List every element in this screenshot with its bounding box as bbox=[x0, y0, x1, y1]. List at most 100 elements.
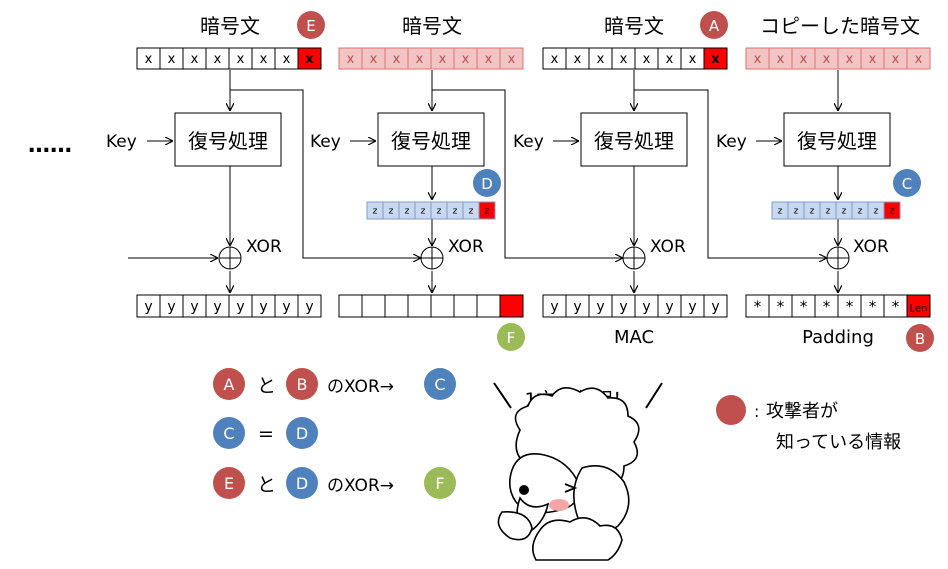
svg-text:*: * bbox=[869, 297, 877, 315]
plaintext-block-cell-7: y bbox=[274, 294, 299, 318]
cipher-block-2-cell-6: x bbox=[453, 47, 478, 70]
copied-cipher-block-cell-4: x bbox=[814, 47, 839, 70]
svg-text:y: y bbox=[144, 299, 152, 315]
svg-text:x: x bbox=[689, 52, 697, 67]
svg-text:y: y bbox=[167, 299, 175, 315]
intermediate-block-d-cell-6: z bbox=[446, 201, 464, 220]
plaintext-block-cell-4: y bbox=[205, 294, 230, 318]
key-label-3: Key bbox=[513, 132, 544, 152]
equation-a-b-c: A と B のXOR→ C bbox=[213, 368, 456, 400]
svg-text:x: x bbox=[869, 52, 877, 67]
intermediate-block-c-cell-7: z bbox=[867, 201, 885, 220]
cipher-block-2-cell-5: x bbox=[430, 47, 455, 70]
svg-text:x: x bbox=[597, 52, 605, 67]
equation-c-eq-d: C = D bbox=[213, 417, 318, 449]
cipher-block-3-cell-6: x bbox=[657, 47, 682, 70]
svg-text:C: C bbox=[223, 424, 234, 443]
svg-text:x: x bbox=[846, 52, 854, 67]
equation-e-d-f: E と D のXOR→ F bbox=[213, 467, 456, 499]
svg-text:D: D bbox=[481, 175, 493, 193]
cipher-block-3-cell-5: x bbox=[634, 47, 659, 70]
cipher-block-2-cell-7: x bbox=[476, 47, 501, 70]
svg-text:z: z bbox=[469, 207, 474, 217]
cipher-block-2-cell-2: x bbox=[361, 47, 386, 70]
svg-text:z: z bbox=[421, 207, 426, 217]
mac-block-cell-1: y bbox=[542, 294, 567, 318]
svg-text:F: F bbox=[507, 329, 516, 347]
padding-block-cell-6: * bbox=[860, 294, 885, 318]
svg-text:攻撃者が: 攻撃者が bbox=[766, 401, 838, 422]
attacker-legend: : 攻撃者が 知っている情報 bbox=[716, 395, 901, 453]
cipher-block-1-cell-8: x bbox=[297, 47, 322, 70]
copied-cipher-block-cell-1: x bbox=[745, 47, 770, 70]
svg-text:x: x bbox=[237, 52, 245, 67]
plaintext-block-cell-6: y bbox=[251, 294, 276, 318]
svg-text:y: y bbox=[573, 299, 581, 315]
xor-label-3: XOR bbox=[650, 237, 686, 257]
cipher-block-2-cell-3: x bbox=[384, 47, 409, 70]
svg-text:y: y bbox=[190, 299, 198, 315]
svg-text:のXOR→: のXOR→ bbox=[327, 377, 394, 397]
xor-label-2: XOR bbox=[448, 237, 484, 257]
mac-block-cell-6: y bbox=[657, 294, 682, 318]
intermediate-block-c-cell-2: z bbox=[787, 201, 805, 220]
padding-block-cell-8: Len bbox=[906, 294, 931, 318]
svg-text:z: z bbox=[405, 207, 410, 217]
xor-label-4: XOR bbox=[853, 237, 889, 257]
recovered-block-cell-3 bbox=[384, 294, 409, 318]
badge-a-top: A bbox=[700, 11, 728, 39]
badge-e-top: E bbox=[297, 11, 325, 39]
ciphertext-title-2: 暗号文 bbox=[402, 14, 462, 38]
cipher-block-1-cell-2: x bbox=[159, 47, 184, 70]
key-label-2: Key bbox=[310, 132, 341, 152]
svg-text:x: x bbox=[214, 52, 222, 67]
plaintext-block-cell-8: y bbox=[297, 294, 322, 318]
copied-cipher-block-cell-5: x bbox=[837, 47, 862, 70]
badge-f-out: F bbox=[497, 323, 525, 351]
poodle-closed-eye bbox=[564, 483, 578, 493]
svg-text:x: x bbox=[485, 52, 493, 67]
svg-text:z: z bbox=[826, 207, 831, 217]
padding-block-cell-2: * bbox=[768, 294, 793, 318]
svg-text:x: x bbox=[370, 52, 378, 67]
intermediate-block-c-cell-4: z bbox=[819, 201, 837, 220]
svg-text:z: z bbox=[794, 207, 799, 217]
svg-text:y: y bbox=[596, 299, 604, 315]
decrypt-label-1: 復号処理 bbox=[188, 129, 268, 153]
decrypt-label-4: 復号処理 bbox=[797, 129, 877, 153]
intermediate-block-d-cell-7: z bbox=[462, 201, 480, 220]
svg-text:x: x bbox=[800, 52, 808, 67]
intermediate-block-c-cell-5: z bbox=[835, 201, 853, 220]
mac-block-cell-4: y bbox=[611, 294, 636, 318]
key-label-4: Key bbox=[716, 132, 747, 152]
ellipsis-dots: …… bbox=[28, 133, 72, 158]
svg-text:y: y bbox=[550, 299, 558, 315]
decrypt-label-2: 復号処理 bbox=[391, 129, 471, 153]
xor-symbol-2 bbox=[420, 246, 444, 270]
svg-text:y: y bbox=[688, 299, 696, 315]
svg-text:x: x bbox=[260, 52, 268, 67]
svg-text:C: C bbox=[902, 175, 912, 193]
intermediate-block-c-cell-3: z bbox=[803, 201, 821, 220]
svg-text:のXOR→: のXOR→ bbox=[327, 476, 394, 496]
svg-text:x: x bbox=[508, 52, 516, 67]
intermediate-block-d-cell-8: z bbox=[478, 201, 496, 220]
svg-text:*: * bbox=[800, 297, 808, 315]
svg-text:x: x bbox=[892, 52, 900, 67]
svg-text:D: D bbox=[296, 474, 308, 493]
svg-text:*: * bbox=[846, 297, 854, 315]
svg-text:y: y bbox=[711, 299, 719, 315]
svg-text:y: y bbox=[282, 299, 290, 315]
svg-text:x: x bbox=[666, 52, 674, 67]
intermediate-block-d-cell-3: z bbox=[398, 201, 416, 220]
svg-text:知っている情報: 知っている情報 bbox=[776, 432, 901, 453]
svg-text:x: x bbox=[393, 52, 401, 67]
svg-text:z: z bbox=[874, 207, 879, 217]
svg-text::: : bbox=[754, 402, 759, 421]
cipher-block-3-cell-3: x bbox=[588, 47, 613, 70]
cipher-block-2-cell-1: x bbox=[338, 47, 363, 70]
svg-text:x: x bbox=[416, 52, 424, 67]
svg-text:x: x bbox=[439, 52, 447, 67]
intermediate-block-d-cell-4: z bbox=[414, 201, 432, 220]
